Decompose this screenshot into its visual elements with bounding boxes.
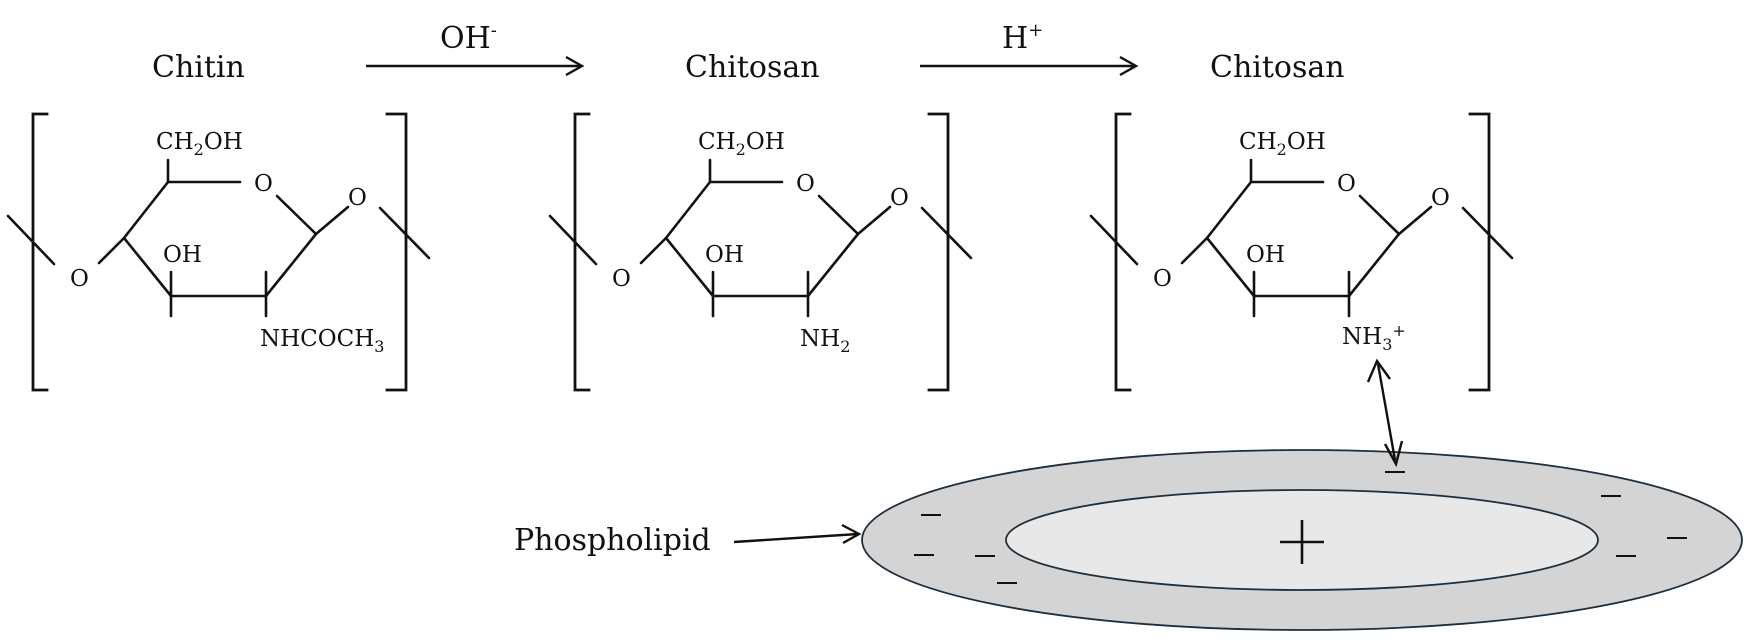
ring-bonds [1089, 158, 1514, 318]
oh-group: OH [163, 242, 202, 268]
reagent-oh-label: OH- [440, 20, 497, 56]
ch2oh-group: CH2OH [156, 129, 243, 159]
bridge-oxygen-right: O [890, 185, 909, 211]
oh-group: OH [1246, 242, 1285, 268]
bracket-left [1114, 112, 1132, 392]
reagent-h-label: H+ [1002, 20, 1043, 56]
structure-chitosan: Chitosan CH2OH O O O OH NH2 [548, 50, 973, 392]
structure-chitin: Chitin CH2OH O O O OH NHCOCH3 [6, 50, 431, 392]
stage-name-chitosan: Chitosan [685, 50, 820, 85]
bridge-oxygen-left: O [1153, 266, 1172, 292]
bracket-left [31, 112, 49, 392]
oh-group: OH [705, 242, 744, 268]
ring-bonds [548, 158, 973, 318]
phospholipid-pointer-arrow [733, 523, 862, 545]
structure-chitosan-protonated: Chitosan CH2OH O O O OH NH3+ [1089, 50, 1514, 392]
bracket-left [573, 112, 591, 392]
substituent-group: NH3+ [1342, 321, 1406, 354]
bridge-oxygen-right: O [1431, 185, 1450, 211]
bridge-oxygen-right: O [348, 185, 367, 211]
stage-name-chitin: Chitin [152, 50, 245, 85]
bracket-right [1468, 112, 1491, 392]
stage-name-chitosan-protonated: Chitosan [1210, 50, 1345, 85]
interaction-double-arrow [1366, 358, 1404, 468]
ch2oh-group: CH2OH [1239, 129, 1326, 159]
bracket-right [927, 112, 950, 392]
substituent-group: NHCOCH3 [260, 326, 384, 356]
ring-oxygen: O [254, 171, 273, 197]
ring-oxygen: O [796, 171, 815, 197]
phospholipid-label: Phospholipid [514, 523, 711, 558]
ch2oh-group: CH2OH [698, 129, 785, 159]
bracket-right [385, 112, 408, 392]
negative-charges [914, 471, 1687, 584]
reaction-arrow-2: H+ [920, 20, 1139, 77]
bridge-oxygen-left: O [612, 266, 631, 292]
phospholipid-membrane [861, 449, 1743, 631]
plus-charge-icon [1280, 520, 1324, 564]
bridge-oxygen-left: O [70, 266, 89, 292]
reaction-arrow-1: OH- [366, 20, 585, 77]
substituent-group: NH2 [800, 326, 850, 356]
ring-bonds [6, 158, 431, 318]
ring-oxygen: O [1337, 171, 1356, 197]
